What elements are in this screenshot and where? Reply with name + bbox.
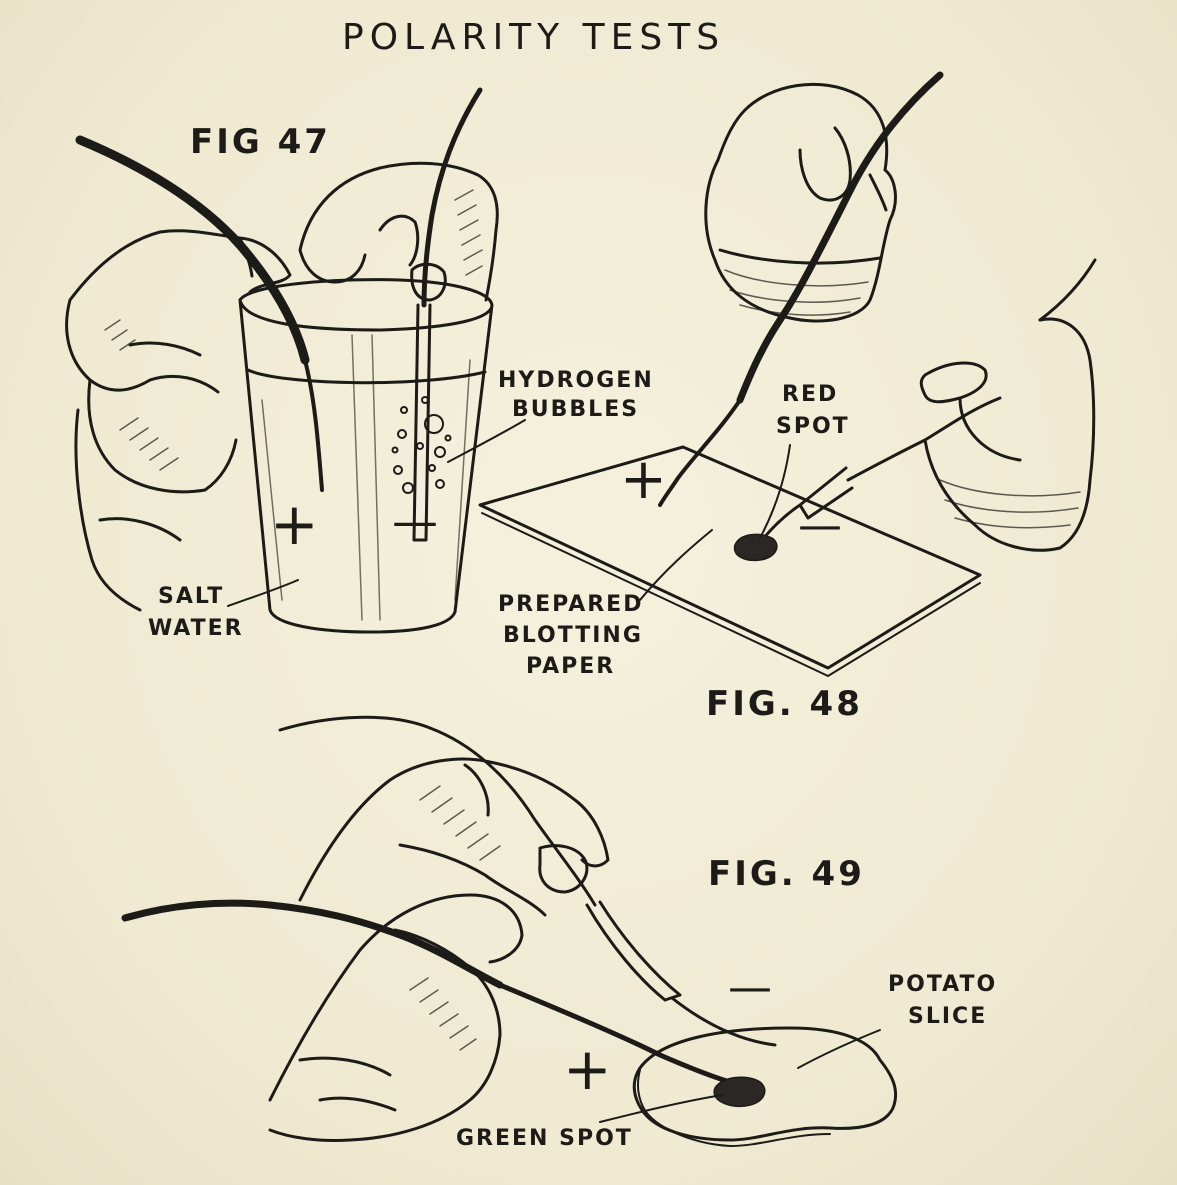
fig48-spot-leader: [759, 444, 791, 539]
fig49-potato-leader: [797, 1029, 881, 1069]
fig49-lower-hand: [268, 893, 524, 1142]
fig47-wire-negative-lead: [412, 303, 432, 542]
fig49-potato-edge: [637, 1069, 831, 1147]
fig47-right-hand: [298, 161, 499, 302]
fig48-blotting-paper: [478, 445, 982, 670]
fig48-paper-edge: [481, 512, 981, 677]
fig47-wire-positive: [75, 135, 310, 365]
fig49-illustration: [121, 715, 898, 1147]
fig47-bubbles-label-line2: BUBBLES: [512, 397, 640, 422]
fig48-spot-label-line1: RED: [782, 382, 839, 407]
fig47-minus-sign: —: [392, 494, 438, 548]
fig48-upper-hand: [704, 82, 897, 323]
fig48-paper-label-line2: BLOTTING: [503, 623, 643, 648]
fig49-plus-sign: +: [563, 1035, 612, 1103]
fig47-wire-positive-lead: [303, 358, 324, 492]
fig49-spot-label: GREEN SPOT: [456, 1126, 633, 1151]
fig49-potato-label-line2: SLICE: [908, 1004, 988, 1029]
fig49-potato-label-line1: POTATO: [888, 972, 998, 997]
fig48-right-hand-shading: [939, 479, 1081, 529]
fig49-upper-hand-shading: [419, 785, 501, 861]
fig48-paper-label-line1: PREPARED: [498, 592, 644, 617]
fig48-spot-label-line2: SPOT: [776, 414, 850, 439]
fig47-left-hand: [65, 229, 292, 612]
fig48-wire-positive: [736, 71, 944, 404]
fig49-caption: FIG. 49: [708, 854, 865, 894]
fig49-green-spot: [713, 1076, 766, 1108]
fig48-illustration: [478, 71, 1097, 677]
fig48-red-spot: [733, 533, 778, 562]
page-title: POLARITY TESTS: [342, 17, 726, 58]
fig47-glass: [238, 278, 494, 634]
fig48-right-hand: [919, 317, 1096, 552]
fig47-water-leader: [227, 579, 299, 607]
fig47-glass-highlights: [261, 334, 471, 621]
fig48-paper-label-line3: PAPER: [526, 654, 616, 679]
fig47-plus-sign: +: [270, 490, 319, 558]
fig47-caption: FIG 47: [190, 122, 331, 162]
fig48-caption: FIG. 48: [706, 684, 863, 724]
fig47-wire-negative: [421, 87, 483, 308]
fig48-wire-positive-lead: [658, 398, 742, 507]
fig49-upper-hand: [298, 757, 610, 917]
fig48-minus-sign: —: [798, 500, 842, 551]
fig47-bubbles-leader: [447, 419, 526, 463]
fig47-water-label-line2: WATER: [148, 616, 244, 641]
fig48-wire-negative: [760, 258, 1097, 542]
fig48-paper-leader: [639, 529, 713, 601]
fig48-plus-sign: +: [620, 447, 667, 512]
fig47-hydrogen-bubbles: [391, 396, 452, 494]
fig47-water-label-line1: SALT: [158, 584, 225, 609]
fig47-left-hand-shading: [104, 319, 179, 471]
fig47-illustration: [65, 87, 526, 634]
fig47-right-hand-shading: [454, 189, 483, 276]
fig49-potato-slice: [632, 1026, 898, 1142]
fig49-spot-leader: [599, 1094, 723, 1123]
fig49-minus-sign: —: [728, 962, 772, 1013]
fig49-lower-hand-shading: [409, 977, 477, 1051]
fig47-bubbles-label-line1: HYDROGEN: [498, 368, 654, 393]
fig49-wire-positive-lead: [497, 982, 733, 1085]
fig49-wire-positive: [121, 899, 504, 989]
fig49-wire-negative: [278, 715, 777, 1047]
